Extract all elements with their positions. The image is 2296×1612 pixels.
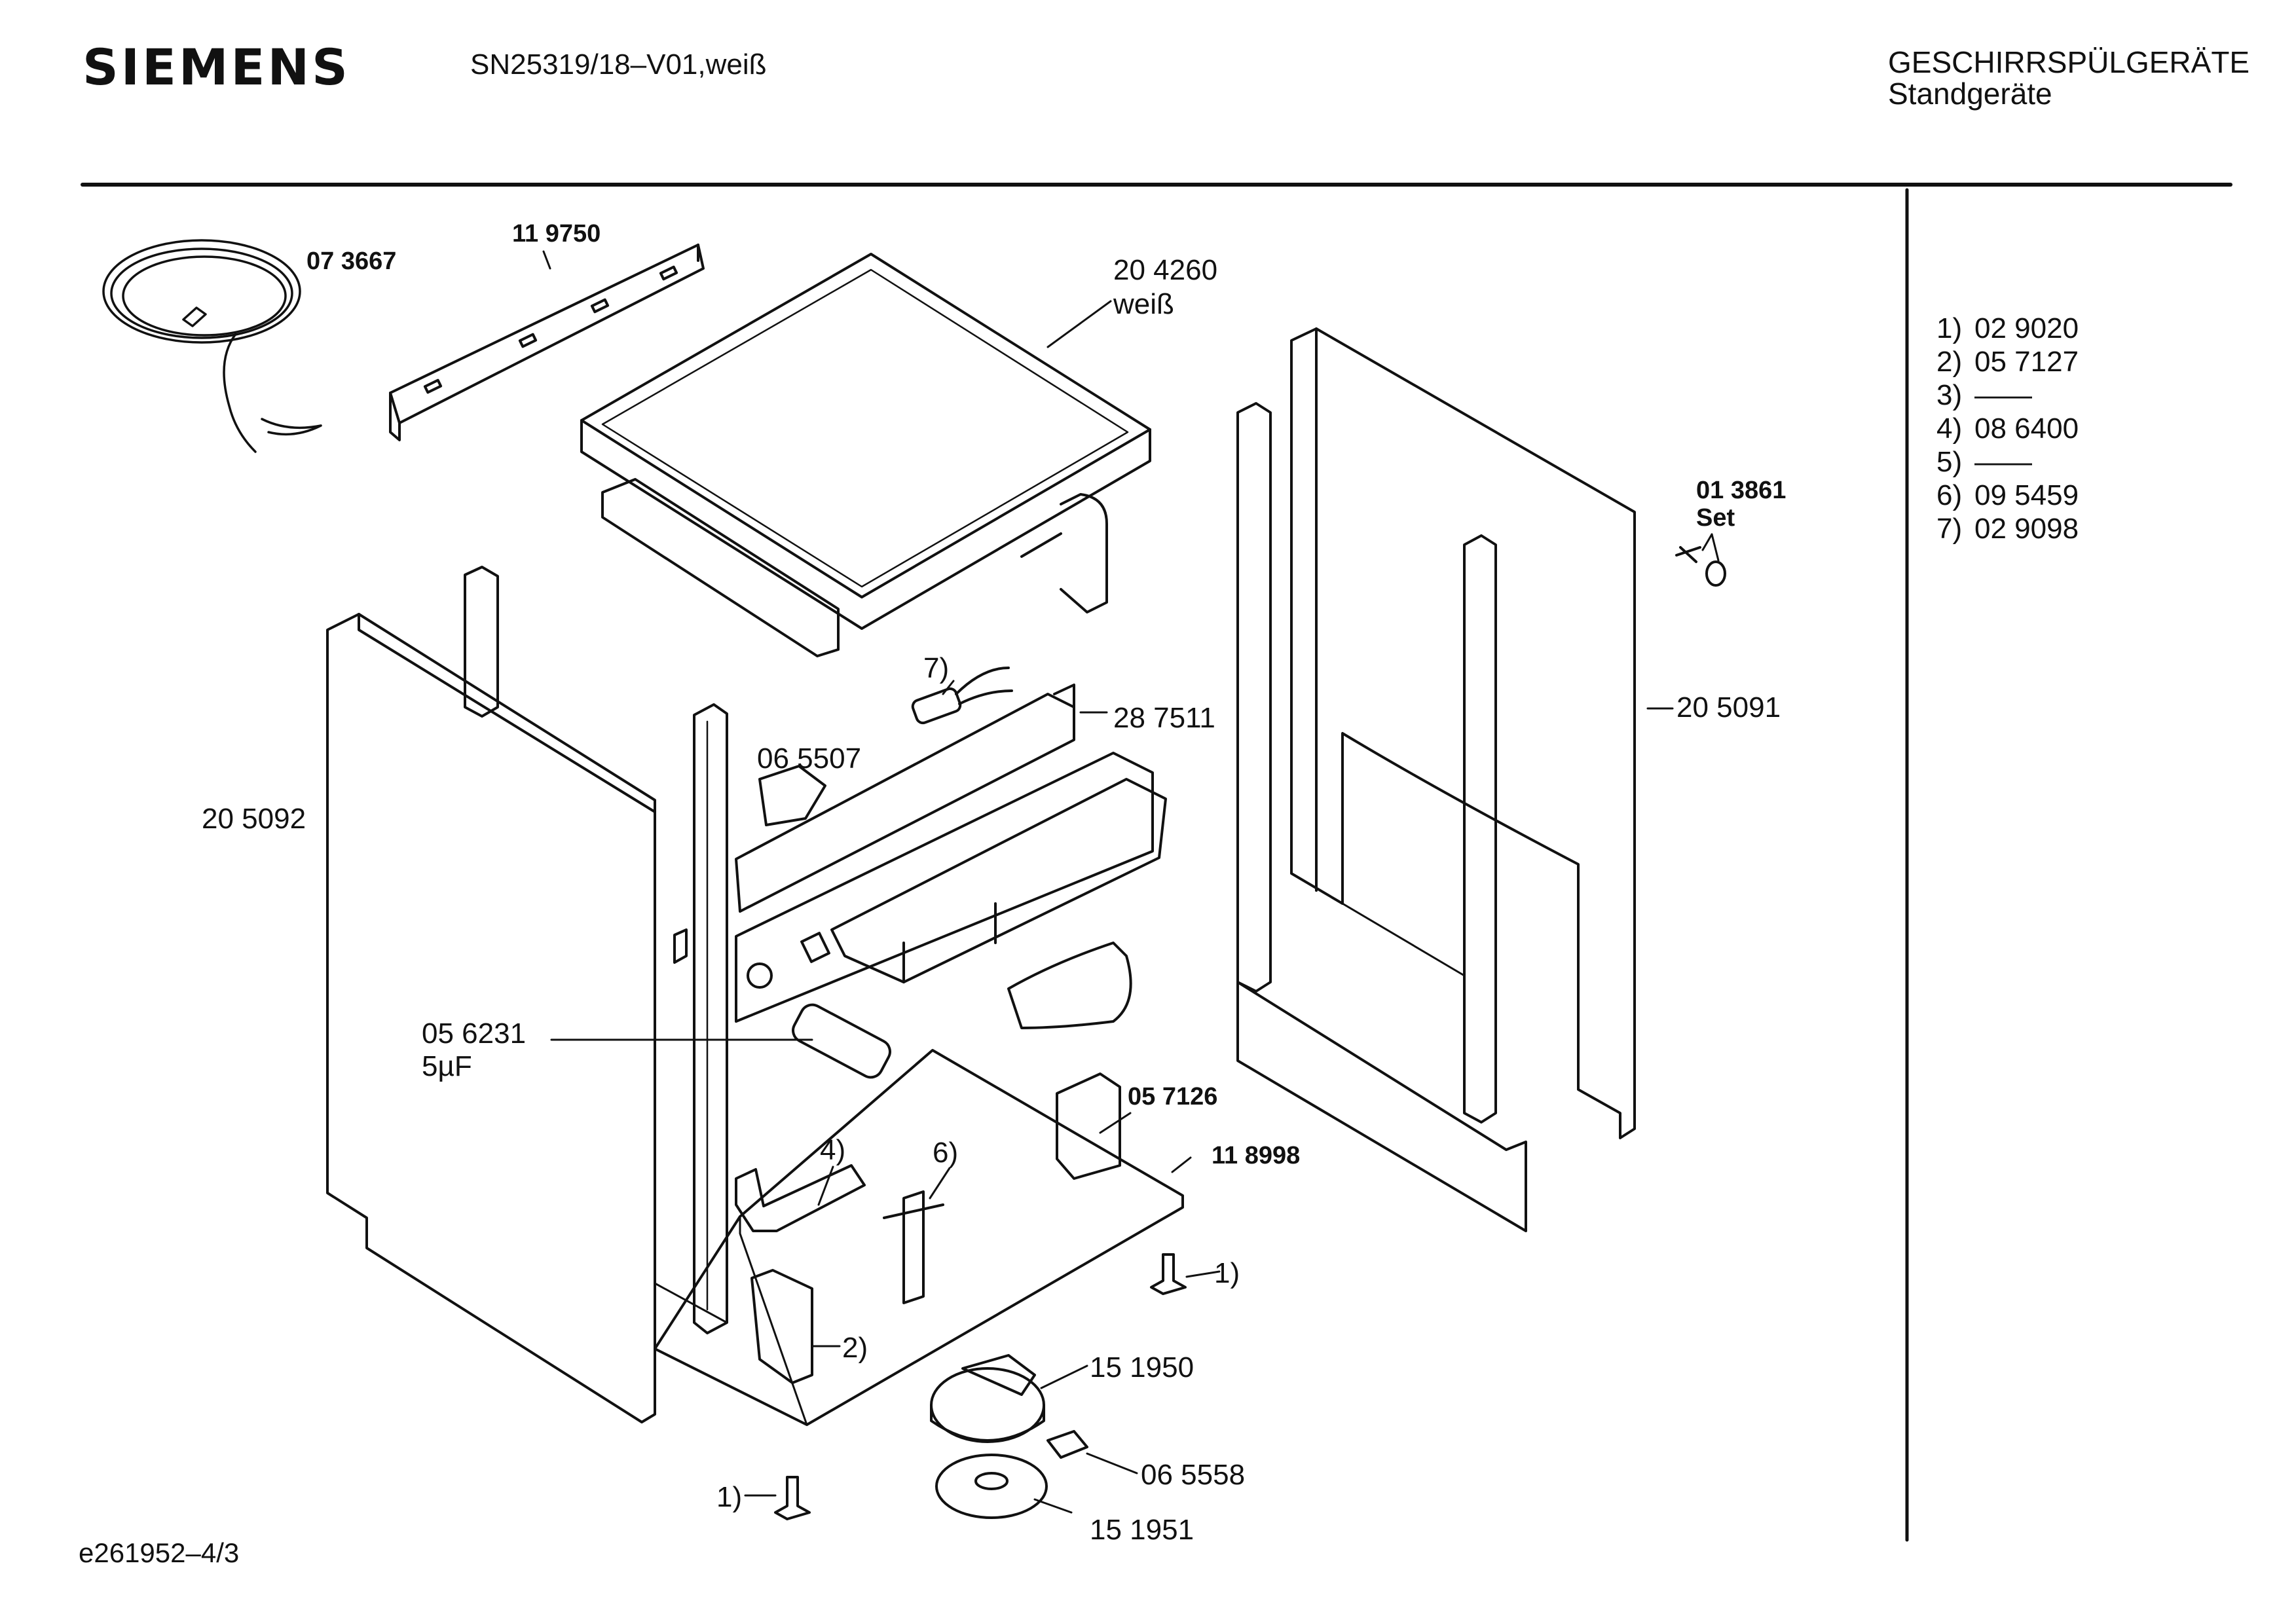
callout-205091: 20 5091	[1676, 691, 1781, 724]
callout-4: 4)	[820, 1134, 846, 1166]
callout-7: 7)	[923, 652, 950, 684]
legend-row: 2) 05 7127	[1936, 345, 2079, 378]
callout-118998: 11 8998	[1212, 1142, 1301, 1169]
bracket-287511	[1053, 684, 1075, 735]
callout-1-left: 1)	[716, 1481, 743, 1513]
legend-key: 2)	[1936, 346, 1963, 378]
legend-value: 08 6400	[1974, 412, 2079, 445]
bracket-057126	[1056, 1072, 1121, 1180]
callout-056231: 05 6231	[422, 1017, 527, 1050]
callout-057126: 05 7126	[1128, 1083, 1218, 1110]
capacitor-056231	[792, 1003, 891, 1079]
hose-connector	[1007, 942, 1132, 1029]
legend-row: 3) ——	[1936, 378, 2079, 412]
legend-value: ——	[1974, 446, 2032, 478]
legend-value: ——	[1974, 379, 2032, 411]
legend-value: 05 7127	[1974, 346, 2079, 378]
right-side-panel-205091	[1236, 327, 1636, 1232]
drawing-id: e261952–4/3	[79, 1537, 240, 1568]
callout-1-right: 1)	[1214, 1257, 1240, 1289]
callout-013861-note: Set	[1696, 504, 1735, 532]
callout-056231-note: 5µF	[422, 1050, 472, 1082]
callout-151950: 15 1950	[1090, 1351, 1194, 1383]
subcategory-title: Standgeräte	[1888, 77, 2052, 111]
set-013861	[1675, 546, 1726, 587]
disc-151951	[935, 1454, 1048, 1519]
worktop-204260	[580, 253, 1151, 630]
chassis-cross-member	[735, 693, 1167, 1023]
part-6-bracket	[883, 1190, 944, 1304]
legend-row: 5) ——	[1936, 445, 2079, 479]
callout-065558: 06 5558	[1141, 1459, 1246, 1491]
legend-value: 09 5459	[1974, 479, 2079, 511]
callout-204260-note: weiß	[1113, 288, 1174, 320]
legend-key: 1)	[1936, 312, 1963, 344]
legend-key: 4)	[1936, 412, 1963, 445]
callout-073667: 07 3667	[306, 247, 397, 275]
callout-6: 6)	[933, 1137, 959, 1169]
legend-key: 3)	[1936, 379, 1963, 411]
callout-287511: 28 7511	[1113, 702, 1215, 734]
legend-row: 6) 09 5459	[1936, 479, 2079, 512]
base-plate-118998	[654, 1049, 1184, 1426]
callout-205092: 20 5092	[202, 803, 306, 835]
part-065558	[1046, 1430, 1088, 1459]
brand-logo: SIEMENS	[83, 38, 350, 96]
legend-value: 02 9020	[1974, 312, 2079, 344]
legend-row: 1) 02 9020	[1936, 312, 2079, 345]
legend-key: 7)	[1936, 513, 1963, 545]
leader-lines	[542, 250, 1720, 1514]
parts-legend: 1) 02 9020 2) 05 7127 3) —— 4) 08 6400 5) —— 6) 09 …	[1936, 312, 2079, 545]
part-2-bracket	[750, 1269, 813, 1384]
foot-right	[1150, 1253, 1187, 1295]
legend-row: 7) 02 9098	[1936, 512, 2079, 545]
top-rail-119750	[389, 244, 705, 441]
callout-013861: 01 3861	[1696, 477, 1787, 504]
legend-row: 4) 08 6400	[1936, 412, 2079, 445]
part-4-bracket	[735, 1164, 866, 1232]
category-title: GESCHIRRSPÜLGERÄTE	[1888, 45, 2250, 79]
foot-left	[774, 1476, 811, 1520]
left-side-panel-205092	[326, 566, 688, 1423]
callout-065507: 06 5507	[757, 742, 862, 775]
model-number: SN25319/18–V01,weiß	[470, 48, 767, 81]
legend-key: 5)	[1936, 446, 1963, 478]
worktop-underlay	[601, 478, 1108, 657]
pump-151950	[930, 1354, 1045, 1443]
power-cable	[102, 239, 322, 453]
bracket-065507	[758, 765, 826, 826]
capacitor-7	[911, 667, 1013, 725]
front-frame-strip	[654, 703, 728, 1334]
callout-119750: 11 9750	[512, 220, 601, 247]
callout-204260: 20 4260	[1113, 254, 1218, 286]
callout-151951: 15 1951	[1090, 1514, 1194, 1546]
callout-2: 2)	[842, 1332, 868, 1364]
legend-key: 6)	[1936, 479, 1963, 511]
legend-value: 02 9098	[1974, 513, 2079, 545]
